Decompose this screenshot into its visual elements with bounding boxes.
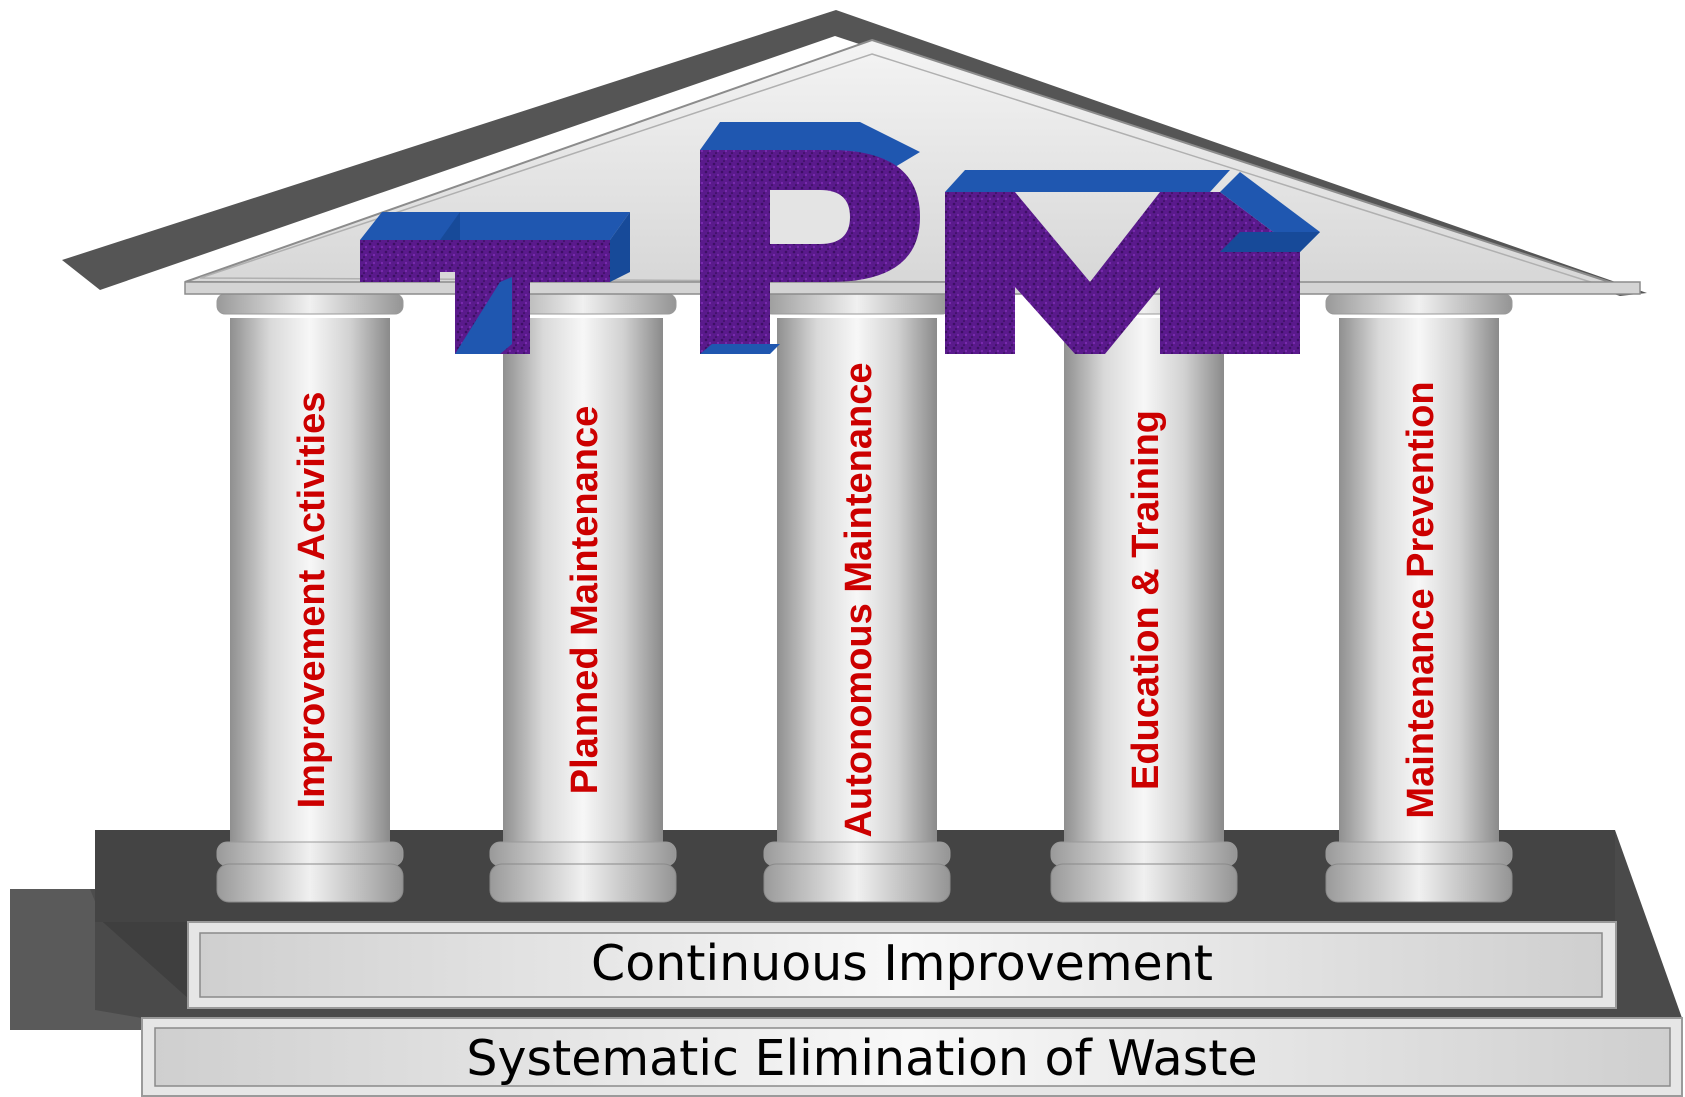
pillar-base-lower — [216, 863, 404, 903]
logo-letter-m — [945, 170, 1320, 354]
pillar-base-lower — [1325, 863, 1513, 903]
pillar-capital — [216, 293, 404, 315]
pillar-label: Improvement Activities — [291, 392, 333, 809]
pillar-base-upper — [216, 841, 404, 867]
pillar-label: Maintenance Prevention — [1400, 381, 1442, 818]
pillar-base-upper — [1325, 841, 1513, 867]
pillar-4: Education & Training — [1050, 293, 1238, 903]
pillar-base-upper — [489, 841, 677, 867]
logo-letter-p — [700, 122, 920, 354]
pillar-label: Autonomous Maintenance — [838, 362, 880, 837]
pillar-3: Autonomous Maintenance — [763, 293, 951, 903]
tpm-title-logo — [360, 122, 1320, 354]
pillar-shaft — [1064, 318, 1224, 842]
pillar-shaft — [230, 318, 390, 842]
foundation-lower-text: Systematic Elimination of Waste — [466, 1030, 1257, 1087]
pillar-capital — [1325, 293, 1513, 315]
pillar-base-upper — [1050, 841, 1238, 867]
pillar-base-lower — [763, 863, 951, 903]
pillar-shaft — [503, 318, 663, 842]
pillar-shaft — [1339, 318, 1499, 842]
pillar-1: Improvement Activities — [216, 293, 404, 903]
upper-step-plaque — [199, 932, 1603, 998]
pillar-capital — [763, 293, 951, 315]
pillar-2: Planned Maintenance — [489, 293, 677, 903]
pillar-shaft — [777, 318, 937, 842]
logo-letter-t — [360, 212, 630, 354]
pillar-base-upper — [763, 841, 951, 867]
foundation-upper-text: Continuous Improvement — [591, 935, 1213, 992]
pillars: Improvement Activities Planned Maintenanc… — [216, 293, 1513, 903]
pillar-label: Education & Training — [1125, 410, 1167, 790]
roof-beam — [184, 281, 1641, 295]
pillar-label: Planned Maintenance — [564, 406, 606, 795]
pillar-5: Maintenance Prevention — [1325, 293, 1513, 903]
pillar-base-lower — [1050, 863, 1238, 903]
pillar-base-lower — [489, 863, 677, 903]
lower-step-plaque — [154, 1027, 1671, 1087]
